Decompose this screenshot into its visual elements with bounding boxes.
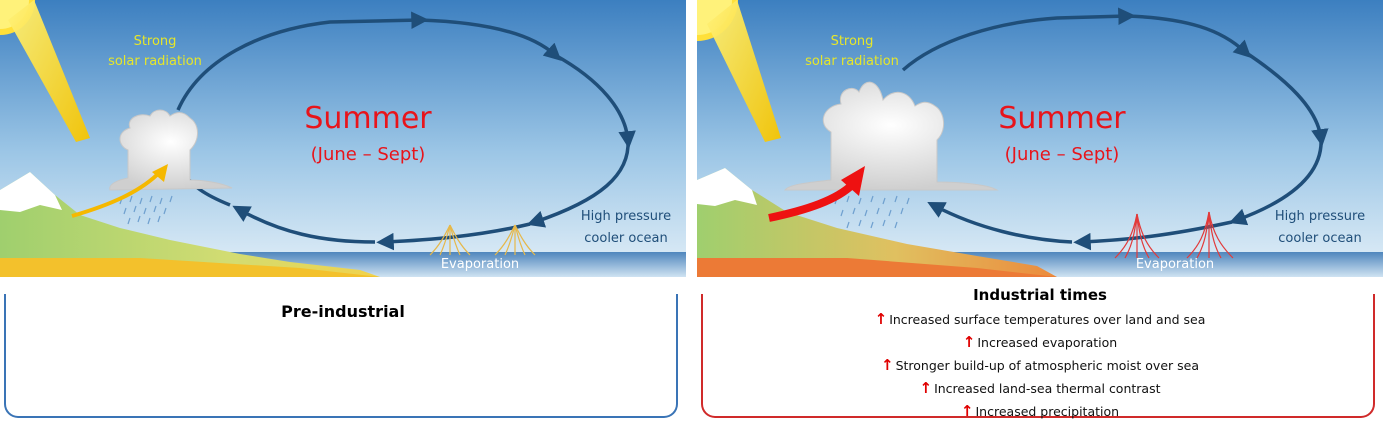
caption-title-pre-industrial: Pre-industrial <box>281 302 405 321</box>
evaporation-plumes <box>1114 211 1234 259</box>
solar-label-line2: solar radiation <box>805 54 899 69</box>
snow-cap <box>697 168 757 206</box>
list-item: ↑Increased precipitation <box>697 400 1383 423</box>
rain-icon <box>119 195 173 225</box>
industrial-changes-list: ↑Increased surface temperatures over lan… <box>697 308 1383 423</box>
bullet-text: Stronger build-up of atmospheric moist o… <box>895 358 1199 373</box>
cloud-icon <box>109 109 233 191</box>
season-months: (June – Sept) <box>311 144 426 165</box>
season-label: Summer <box>304 101 432 136</box>
caption-title-industrial-times: Industrial times <box>973 286 1107 304</box>
rain-icon <box>834 195 910 229</box>
bullet-text: Increased evaporation <box>977 335 1118 350</box>
list-item: ↑Increased evaporation <box>697 331 1383 354</box>
up-arrow-icon: ↑ <box>960 402 974 420</box>
bullet-text: Increased surface temperatures over land… <box>889 312 1206 327</box>
land <box>0 172 380 277</box>
list-item: ↑Stronger build-up of atmospheric moist … <box>697 354 1383 377</box>
scene-industrial-times: Strong solar radiation Summer (June – Se… <box>697 0 1383 277</box>
land <box>697 168 1057 277</box>
snow-cap <box>0 172 62 212</box>
land-heat-arrow <box>71 170 162 218</box>
panel-industrial-times: Strong solar radiation Summer (June – Se… <box>697 0 1383 425</box>
caption-box-industrial-times <box>701 294 1375 418</box>
solar-beam <box>8 0 90 142</box>
scene-pre-industrial: Strong solar radiation Summer (June – Se… <box>0 0 686 277</box>
circulation-arrows <box>176 11 636 251</box>
season-label: Summer <box>998 101 1126 136</box>
land-heat-arrow <box>768 181 856 222</box>
cloud-icon <box>784 81 999 191</box>
bullet-text: Increased land-sea thermal contrast <box>934 381 1161 396</box>
evaporation-label: Evaporation <box>441 257 519 272</box>
pressure-label-line2: cooler ocean <box>1278 231 1361 246</box>
list-item: ↑Increased surface temperatures over lan… <box>697 308 1383 331</box>
evaporation-label: Evaporation <box>1136 257 1214 272</box>
up-arrow-icon: ↑ <box>881 356 894 374</box>
pressure-label-line2: cooler ocean <box>584 231 667 246</box>
up-arrow-icon: ↑ <box>919 379 933 397</box>
solar-label-line1: Strong <box>134 34 177 49</box>
panel-pre-industrial: Strong solar radiation Summer (June – Se… <box>0 0 686 425</box>
caption-box-pre-industrial <box>4 294 678 418</box>
up-arrow-icon: ↑ <box>962 333 976 351</box>
list-item: ↑Increased land-sea thermal contrast <box>697 377 1383 400</box>
pressure-label-line1: High pressure <box>1275 209 1365 224</box>
solar-label-line2: solar radiation <box>108 54 202 69</box>
solar-beam <box>707 0 781 142</box>
evaporation-plumes <box>429 224 536 256</box>
solar-label-line1: Strong <box>831 34 874 49</box>
season-months: (June – Sept) <box>1005 144 1120 165</box>
up-arrow-icon: ↑ <box>874 310 888 328</box>
bullet-text: Increased precipitation <box>975 404 1120 419</box>
pressure-label-line1: High pressure <box>581 209 671 224</box>
